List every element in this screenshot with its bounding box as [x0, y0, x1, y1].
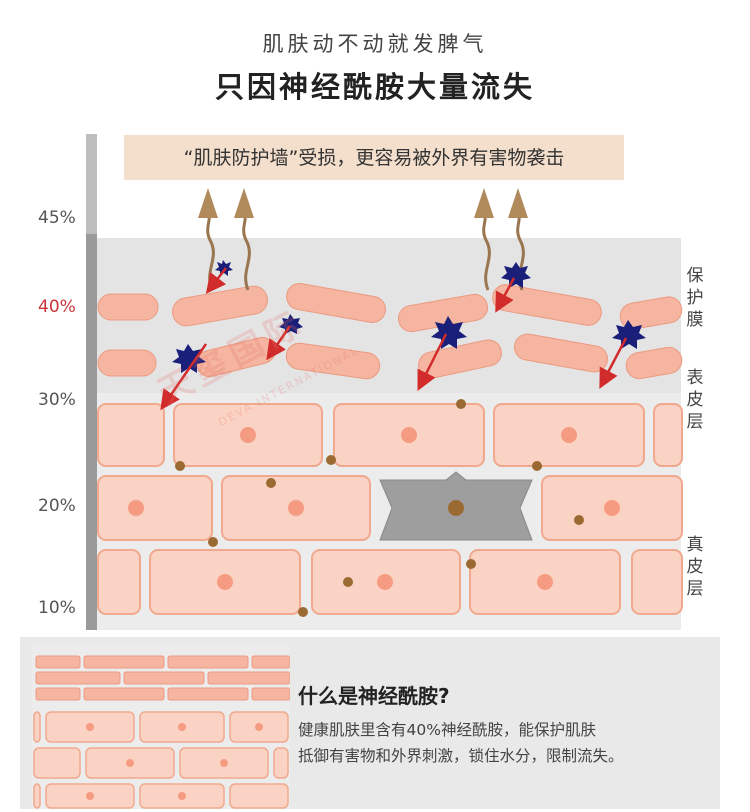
info-line-1: 健康肌肤里含有40%神经酰胺，能保护肌肤 — [298, 721, 596, 739]
scale-label-20: 20% — [38, 496, 76, 516]
scale-label-40: 40% — [38, 297, 76, 317]
harmful-particles — [175, 399, 584, 617]
info-illustration — [32, 644, 290, 809]
protective-film — [97, 283, 683, 380]
scale-label-30: 30% — [38, 390, 76, 410]
info-title: 什么是神经酰胺? — [298, 684, 450, 708]
scale-label-10: 10% — [38, 598, 76, 618]
attack-arrows — [160, 267, 628, 411]
page-title: 只因神经酰胺大量流失 — [214, 70, 535, 104]
scale-label-45: 45% — [38, 208, 76, 228]
scale-bar — [86, 134, 97, 630]
cell-nuclei — [128, 427, 620, 590]
banner-text: “肌肤防护墙”受损，更容易被外界有害物袭击 — [184, 147, 565, 169]
subtitle: 肌肤动不动就发脾气 — [262, 32, 488, 56]
epidermis-label: 表皮层 — [686, 368, 704, 432]
banner — [124, 135, 624, 180]
dermis-label: 真皮层 — [686, 535, 704, 599]
info-line-2: 抵御有害物和外界刺激，锁住水分，限制流失。 — [298, 747, 624, 765]
germ-icons — [172, 260, 646, 373]
skin-diagram: “肌肤防护墙”受损，更容易被外界有害物袭击 — [86, 134, 683, 630]
protective-film-label: 保护膜 — [686, 266, 704, 330]
